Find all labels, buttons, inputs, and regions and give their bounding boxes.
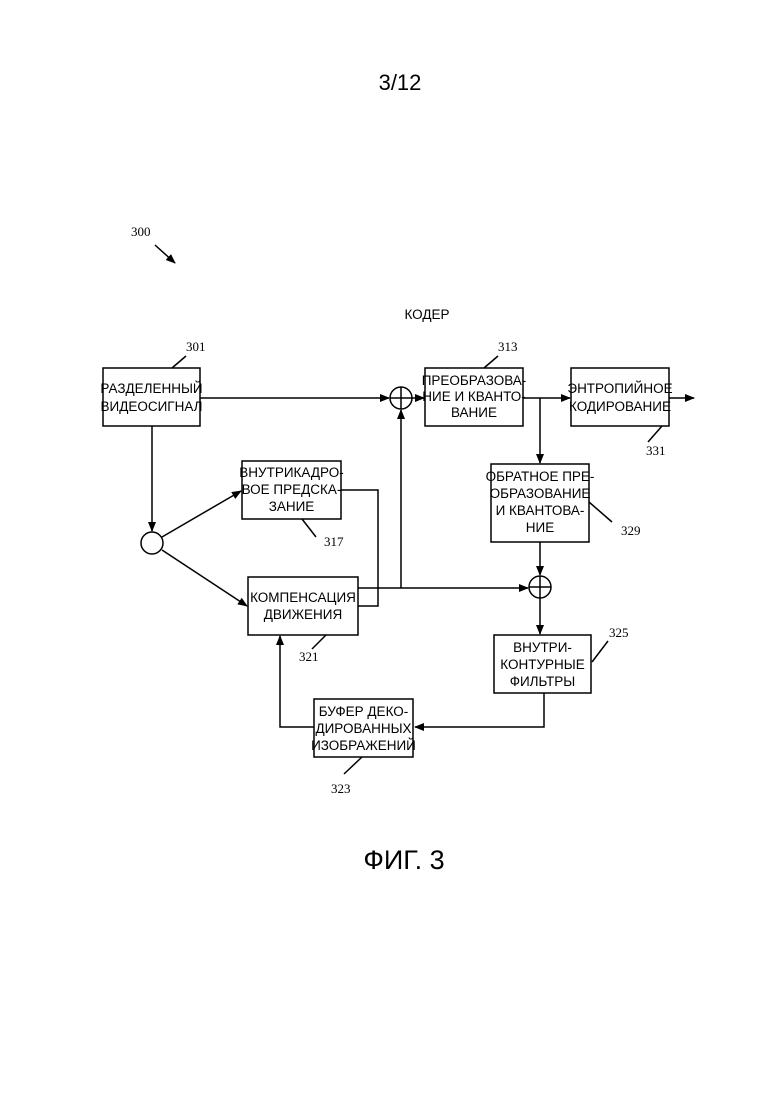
block-line: КОНТУРНЫЕ bbox=[500, 657, 585, 672]
block-entropy-coding: ЭНТРОПИЙНОЕ КОДИРОВАНИЕ bbox=[567, 368, 672, 426]
block-motion-compensation: КОМПЕНСАЦИЯ ДВИЖЕНИЯ bbox=[248, 577, 358, 635]
block-line: ДВИЖЕНИЯ bbox=[264, 607, 343, 622]
block-decoded-picture-buffer: БУФЕР ДЕКО- ДИРОВАННЫХ ИЗОБРАЖЕНИЙ bbox=[311, 699, 416, 757]
block-line: ОБРАЗОВАНИЕ bbox=[490, 486, 591, 501]
block-line: ПРЕОБРАЗОВА- bbox=[422, 373, 527, 388]
ref-split-video: 301 bbox=[186, 339, 206, 354]
block-line: ДИРОВАННЫХ bbox=[315, 721, 411, 736]
block-line: ВОЕ ПРЕДСКА- bbox=[242, 482, 342, 497]
ref-in-loop-filters: 325 bbox=[609, 625, 629, 640]
block-line: КОДИРОВАНИЕ bbox=[569, 399, 671, 414]
block-line: БУФЕР ДЕКО- bbox=[319, 704, 409, 719]
ref-inverse-transform: 329 bbox=[621, 523, 641, 538]
figure-label: ФИГ. 3 bbox=[0, 845, 780, 876]
summing-junction-top bbox=[390, 387, 412, 409]
block-line: НИЕ bbox=[526, 520, 554, 535]
block-line: ОБРАТНОЕ ПРЕ- bbox=[486, 469, 595, 484]
block-line: РАЗДЕЛЕННЫЙ bbox=[100, 381, 202, 396]
block-line: ВНУТРИКАДРО- bbox=[239, 465, 343, 480]
block-in-loop-filters: ВНУТРИ- КОНТУРНЫЕ ФИЛЬТРЫ bbox=[494, 635, 591, 693]
block-line: КОМПЕНСАЦИЯ bbox=[250, 590, 356, 605]
block-line: ВАНИЕ bbox=[451, 405, 497, 420]
ref-leader bbox=[344, 757, 362, 774]
block-line: НИЕ И КВАНТО- bbox=[422, 389, 525, 404]
block-line: ВНУТРИ- bbox=[513, 640, 572, 655]
ref-leader bbox=[592, 641, 608, 662]
connector bbox=[162, 550, 247, 606]
block-transform-quant: ПРЕОБРАЗОВА- НИЕ И КВАНТО- ВАНИЕ bbox=[422, 368, 527, 426]
ref-decoded-picture-buffer: 323 bbox=[331, 781, 351, 796]
diagram-title: КОДЕР bbox=[404, 307, 449, 322]
block-line: И КВАНТОВА- bbox=[496, 503, 585, 518]
ref-leader bbox=[302, 519, 316, 537]
summing-junction-bottom bbox=[529, 576, 551, 598]
connector bbox=[415, 693, 544, 727]
ref-intra-prediction: 317 bbox=[324, 534, 344, 549]
ref-leader bbox=[172, 356, 186, 368]
ref-leader bbox=[648, 426, 662, 442]
block-line: ФИЛЬТРЫ bbox=[510, 674, 576, 689]
block-line: ЗАНИЕ bbox=[269, 499, 315, 514]
block-split-video: РАЗДЕЛЕННЫЙ ВИДЕОСИГНАЛ bbox=[100, 368, 202, 426]
block-line: ИЗОБРАЖЕНИЙ bbox=[311, 738, 416, 753]
ref-leader bbox=[484, 356, 498, 368]
block-line: ЭНТРОПИЙНОЕ bbox=[567, 381, 672, 396]
block-line: ВИДЕОСИГНАЛ bbox=[100, 399, 202, 414]
ref-motion-compensation: 321 bbox=[299, 649, 319, 664]
block-inverse-transform: ОБРАТНОЕ ПРЕ- ОБРАЗОВАНИЕ И КВАНТОВА- НИ… bbox=[486, 464, 595, 542]
block-intra-prediction: ВНУТРИКАДРО- ВОЕ ПРЕДСКА- ЗАНИЕ bbox=[239, 461, 343, 519]
mode-selector-node bbox=[141, 532, 163, 554]
ref-leader bbox=[589, 502, 612, 522]
ref-entropy-coding: 331 bbox=[646, 443, 666, 458]
system-ref: 300 bbox=[131, 224, 151, 239]
system-ref-arrow bbox=[155, 245, 175, 263]
ref-transform-quant: 313 bbox=[498, 339, 518, 354]
ref-leader bbox=[312, 635, 326, 649]
connector bbox=[162, 491, 241, 537]
